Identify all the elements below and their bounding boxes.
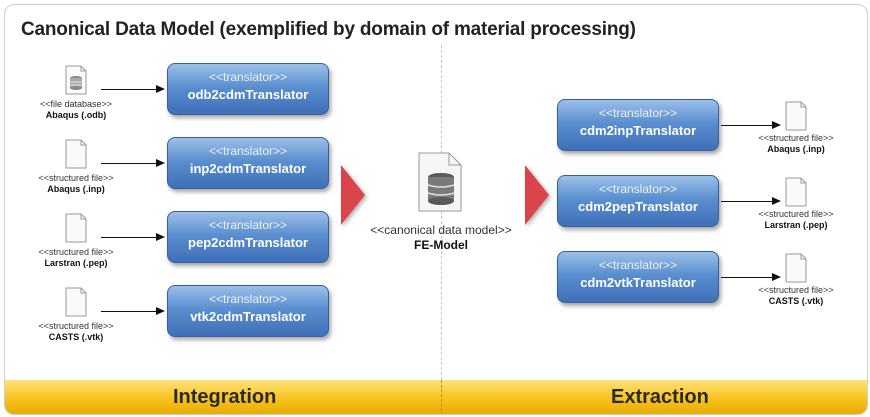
target-file-label-inp: <<structured file>> Abaqus (.inp) bbox=[736, 133, 856, 155]
diagram-frame: Canonical Data Model (exemplified by dom… bbox=[4, 4, 868, 415]
translator-name: pep2cdmTranslator bbox=[188, 235, 308, 250]
canonical-model-label: <<canonical data model>> FE-Model bbox=[361, 223, 521, 252]
translator-name: inp2cdmTranslator bbox=[189, 161, 307, 176]
document-file-icon bbox=[65, 287, 87, 317]
document-file-icon bbox=[65, 213, 87, 243]
file-stereotype: <<structured file>> bbox=[758, 209, 834, 219]
chevron-arrow-icon bbox=[525, 165, 549, 225]
file-name: Abaqus (.inp) bbox=[47, 184, 105, 194]
translator-pep2cdm: <<translator>> pep2cdmTranslator bbox=[167, 211, 329, 263]
extraction-label: Extraction bbox=[611, 386, 709, 408]
footer-divider bbox=[441, 380, 442, 414]
flow-arrow bbox=[101, 233, 165, 241]
file-name: CASTS (.vtk) bbox=[48, 332, 104, 342]
footer-band: Integration Extraction bbox=[5, 380, 867, 414]
integration-label: Integration bbox=[173, 386, 277, 408]
file-stereotype: <<file database>> bbox=[39, 99, 113, 109]
target-file-label-pep: <<structured file>> Larstran (.pep) bbox=[736, 209, 856, 231]
flow-arrow bbox=[101, 159, 165, 167]
translator-vtk2cdm: <<translator>> vtk2cdmTranslator bbox=[167, 285, 329, 337]
file-stereotype: <<structured file>> bbox=[38, 247, 114, 257]
flow-arrow bbox=[101, 85, 165, 93]
chevron-arrow-icon bbox=[341, 165, 365, 225]
file-stereotype: <<structured file>> bbox=[38, 173, 114, 183]
translator-stereotype: <<translator>> bbox=[208, 144, 288, 158]
file-name: Abaqus (.inp) bbox=[767, 144, 825, 154]
flow-arrow bbox=[721, 121, 781, 129]
model-stereotype: <<canonical data model>> bbox=[370, 223, 512, 237]
translator-stereotype: <<translator>> bbox=[208, 218, 288, 232]
target-file-label-vtk: <<structured file>> CASTS (.vtk) bbox=[736, 285, 856, 307]
source-file-label-odb: <<file database>> Abaqus (.odb) bbox=[16, 99, 136, 121]
source-file-label-inp: <<structured file>> Abaqus (.inp) bbox=[16, 173, 136, 195]
database-file-icon bbox=[65, 65, 87, 95]
translator-inp2cdm: <<translator>> inp2cdmTranslator bbox=[167, 137, 329, 189]
document-file-icon bbox=[785, 177, 807, 207]
translator-name: cdm2vtkTranslator bbox=[580, 275, 696, 290]
translator-name: odb2cdmTranslator bbox=[187, 87, 309, 102]
file-name: CASTS (.vtk) bbox=[768, 296, 824, 306]
diagram-title: Canonical Data Model (exemplified by dom… bbox=[21, 19, 636, 40]
translator-stereotype: <<translator>> bbox=[598, 182, 678, 196]
translator-stereotype: <<translator>> bbox=[598, 258, 678, 272]
file-name: Larstran (.pep) bbox=[44, 258, 108, 268]
database-icon bbox=[418, 152, 462, 212]
file-stereotype: <<structured file>> bbox=[758, 133, 834, 143]
file-name: Larstran (.pep) bbox=[764, 220, 828, 230]
source-file-label-pep: <<structured file>> Larstran (.pep) bbox=[16, 247, 136, 269]
translator-name: cdm2inpTranslator bbox=[579, 123, 697, 138]
document-file-icon bbox=[65, 139, 87, 169]
flow-arrow bbox=[101, 307, 165, 315]
translator-odb2cdm: <<translator>> odb2cdmTranslator bbox=[167, 63, 329, 115]
section-divider bbox=[441, 45, 442, 385]
translator-stereotype: <<translator>> bbox=[598, 106, 678, 120]
source-file-label-vtk: <<structured file>> CASTS (.vtk) bbox=[16, 321, 136, 343]
translator-name: vtk2cdmTranslator bbox=[190, 309, 306, 324]
translator-stereotype: <<translator>> bbox=[208, 292, 288, 306]
file-stereotype: <<structured file>> bbox=[758, 285, 834, 295]
translator-stereotype: <<translator>> bbox=[208, 70, 288, 84]
translator-name: cdm2pepTranslator bbox=[578, 199, 698, 214]
translator-cdm2inp: <<translator>> cdm2inpTranslator bbox=[557, 99, 719, 151]
file-stereotype: <<structured file>> bbox=[38, 321, 114, 331]
file-name: Abaqus (.odb) bbox=[45, 110, 107, 120]
flow-arrow bbox=[721, 273, 781, 281]
document-file-icon bbox=[785, 101, 807, 131]
flow-arrow bbox=[721, 197, 781, 205]
translator-cdm2vtk: <<translator>> cdm2vtkTranslator bbox=[557, 251, 719, 303]
document-file-icon bbox=[785, 253, 807, 283]
model-name: FE-Model bbox=[414, 238, 468, 252]
translator-cdm2pep: <<translator>> cdm2pepTranslator bbox=[557, 175, 719, 227]
